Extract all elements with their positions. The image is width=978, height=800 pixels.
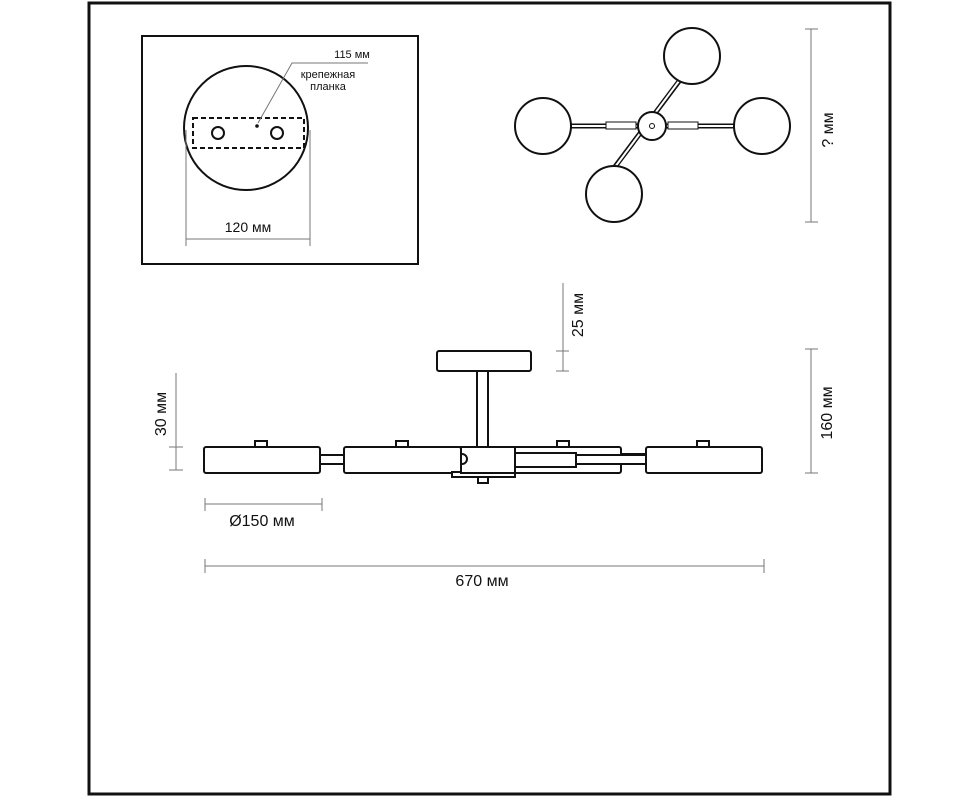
shade-1 <box>203 446 321 474</box>
total-height-label: 160 мм <box>819 386 836 439</box>
total-length-label: 670 мм <box>455 573 508 590</box>
side-view: 25 мм 30 мм 160 мм Ø150 мм 670 мм <box>153 283 836 590</box>
shade-top <box>663 27 721 85</box>
shade-4 <box>645 446 763 474</box>
leader-line <box>257 62 368 124</box>
canopy-circle <box>183 65 309 191</box>
shade-right <box>733 97 791 155</box>
shade-left <box>514 97 572 155</box>
center-point <box>255 124 259 128</box>
inset-frame <box>141 35 419 265</box>
canopy <box>436 350 532 372</box>
shade-diameter-label: Ø150 мм <box>229 513 295 530</box>
center-block <box>460 446 516 474</box>
stem <box>476 370 489 449</box>
width-label: ? мм <box>820 112 837 147</box>
screw-hole-right <box>270 126 284 140</box>
plate-label: 115 мм <box>334 49 370 61</box>
outer-frame <box>87 1 892 796</box>
canopy-height-label: 25 мм <box>570 293 587 337</box>
shade-bottom <box>585 165 643 223</box>
diameter-label: 120 мм <box>225 219 272 235</box>
screw-hole-left <box>211 126 225 140</box>
shade-2 <box>343 446 462 474</box>
mount-plate-inset: 115 мм крепежная планка 120 мм <box>141 35 419 265</box>
mounting-bracket <box>192 117 305 149</box>
top-view: ? мм <box>514 27 837 223</box>
bracket-label-2: планка <box>310 81 347 93</box>
bracket-label-1: крепежная <box>301 69 356 81</box>
shade-height-label: 30 мм <box>153 392 170 436</box>
center-hub <box>637 111 667 141</box>
